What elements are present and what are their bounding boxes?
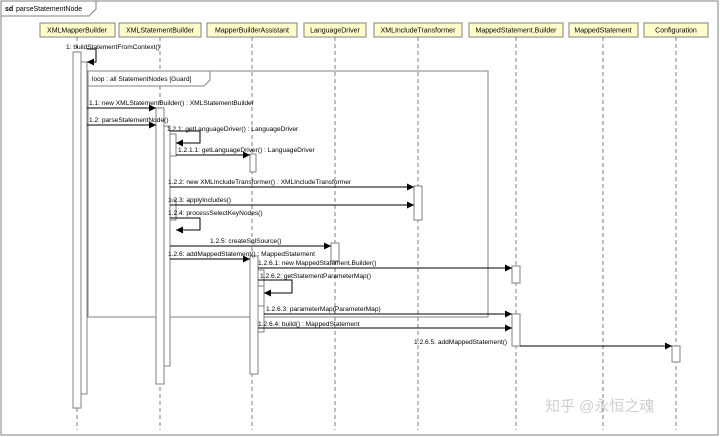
svg-text:loop : all StatementNodes [Gu: loop : all StatementNodes [Guard] <box>92 76 191 83</box>
lifeline-configuration: Configuration <box>643 22 709 38</box>
message-1-1: 1.1: new XMLStatementBuilder() : XMLStat… <box>87 100 255 112</box>
lifeline-mapper-builder-assistant: MapperBuilderAssistant <box>206 22 298 38</box>
frame-title: parseStatementNode <box>16 6 82 13</box>
svg-text:LanguageDriver: LanguageDriver <box>310 28 360 35</box>
svg-text:1.2.6.3: parameterMap(Paramete: 1.2.6.3: parameterMap(ParameterMap) <box>266 306 381 313</box>
svg-text:1.2.6: addMappedStatement() :: 1.2.6: addMappedStatement() : MappedStat… <box>168 251 315 258</box>
message-1-2-4: 1.2.4: processSelectKeyNodes() <box>168 210 263 234</box>
lifeline-xml-statement-builder: XMLStatementBuilder <box>118 22 202 38</box>
svg-text:1.1: new XMLStatementBuilder(): 1.1: new XMLStatementBuilder() : XMLStat… <box>89 100 255 107</box>
message-1-2-6-1: 1.2.6.1: new MappedStatement.Builder() <box>258 260 512 272</box>
svg-text:1.2.6.2: getStatementParameter: 1.2.6.2: getStatementParameterMap() <box>260 273 371 280</box>
message-1-2-5: 1.2.5: createSqlSource() <box>170 238 331 250</box>
message-1-2-6-5: 1.2.6.5: addMappedStatement() <box>414 339 672 350</box>
svg-text:1.2.3: applyIncludes(): 1.2.3: applyIncludes() <box>168 197 231 204</box>
svg-text:1.2.1.1: getLanguageDriver() :: 1.2.1.1: getLanguageDriver() : LanguageD… <box>178 147 316 154</box>
svg-text:1.2.4: processSelectKeyNodes(): 1.2.4: processSelectKeyNodes() <box>168 210 263 217</box>
svg-text:1.2.2: new XMLIncludeTransform: 1.2.2: new XMLIncludeTransformer() : XML… <box>168 179 352 186</box>
svg-text:1.2.1: getLanguageDriver() : L: 1.2.1: getLanguageDriver() : LanguageDri… <box>167 126 299 133</box>
frame-keyword: sd <box>5 6 13 13</box>
svg-text:1: buildStatementFromContext(): 1: buildStatementFromContext() <box>66 44 160 51</box>
lifeline-mapped-statement-builder: MappedStatement.Builder <box>468 22 564 38</box>
lifeline-xml-include-transformer: XMLIncludeTransformer <box>373 22 463 38</box>
message-1-2-3: 1.2.3: applyIncludes() <box>168 197 414 209</box>
activation-bars <box>72 51 681 409</box>
message-1-2-2: 1.2.2: new XMLIncludeTransformer() : XML… <box>168 179 414 191</box>
svg-text:MappedStatement: MappedStatement <box>574 28 631 35</box>
svg-text:1.2: parseStatementNode(): 1.2: parseStatementNode() <box>89 117 169 124</box>
svg-text:XMLIncludeTransformer: XMLIncludeTransformer <box>381 28 456 35</box>
loop-fragment: loop : all StatementNodes [Guard] <box>87 70 489 318</box>
svg-text:1.2.6.1: new MappedStatement.B: 1.2.6.1: new MappedStatement.Builder() <box>258 260 376 267</box>
message-1-2-6: 1.2.6: addMappedStatement() : MappedStat… <box>168 251 315 263</box>
svg-text:XMLMapperBuilder: XMLMapperBuilder <box>47 28 108 35</box>
svg-text:Configuration: Configuration <box>655 28 697 35</box>
frame-title-tab <box>0 0 97 17</box>
svg-text:1.2.6.4: build() : MappedState: 1.2.6.4: build() : MappedStatement <box>258 321 360 328</box>
message-1: 1: buildStatementFromContext() <box>66 44 160 66</box>
lifeline-xml-mapper-builder: XMLMapperBuilder <box>39 22 116 38</box>
message-1-2-6-3: 1.2.6.3: parameterMap(ParameterMap) <box>264 306 512 318</box>
message-1-2-1: 1.2.1: getLanguageDriver() : LanguageDri… <box>167 126 299 147</box>
message-1-2-6-2: 1.2.6.2: getStatementParameterMap() <box>258 273 371 297</box>
svg-text:1.2.6.5: addMappedStatement(): 1.2.6.5: addMappedStatement() <box>414 339 507 346</box>
svg-text:MappedStatement.Builder: MappedStatement.Builder <box>476 28 558 35</box>
svg-text:MapperBuilderAssistant: MapperBuilderAssistant <box>215 28 289 35</box>
message-1-2-1-1: 1.2.1.1: getLanguageDriver() : LanguageD… <box>176 147 316 159</box>
svg-text:XMLStatementBuilder: XMLStatementBuilder <box>126 28 195 35</box>
lifeline-language-driver: LanguageDriver <box>303 22 367 38</box>
watermark: 知乎 @永恒之魂 <box>545 398 654 415</box>
message-1-2-6-4: 1.2.6.4: build() : MappedStatement <box>258 321 512 332</box>
lifeline-mapped-statement: MappedStatement <box>568 22 639 38</box>
message-1-2: 1.2: parseStatementNode() <box>87 117 169 129</box>
svg-text:1.2.5: createSqlSource(): 1.2.5: createSqlSource() <box>210 238 281 245</box>
